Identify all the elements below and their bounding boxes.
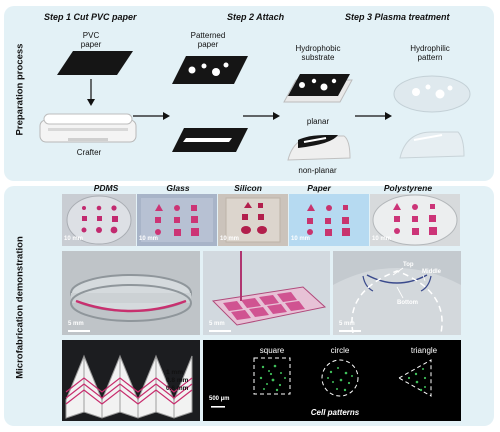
- pdms-photo: [62, 194, 136, 246]
- scale-bar: [68, 330, 90, 332]
- preparation-side-label: Preparation process: [14, 43, 26, 136]
- width-label-1mm: 1 mm: [166, 369, 183, 376]
- polystyrene-photo: [370, 194, 460, 246]
- material-label-pdms: PDMS: [93, 183, 119, 193]
- silicon-photo: [218, 194, 288, 246]
- channel-label-bottom: Bottom: [397, 300, 418, 306]
- cell-patterns-panel: [203, 340, 461, 421]
- patterned-sheet-line: [172, 128, 248, 152]
- hydrophilic-non-planar: [399, 131, 465, 159]
- pvc-sheet: [57, 51, 133, 75]
- scale-label-10mm: 10 mm: [291, 236, 311, 242]
- crafter-label: Crafter: [76, 148, 102, 157]
- scale-label-5mm: 5 mm: [209, 321, 225, 327]
- channel-label-middle: Middle: [422, 269, 441, 275]
- channel-label-top: Top: [403, 262, 414, 268]
- material-label-paper: Paper: [307, 183, 331, 193]
- material-label-glass: Glass: [166, 183, 190, 193]
- non-planar-substrate: [287, 135, 351, 161]
- scale-label-10mm: 10 mm: [372, 236, 392, 242]
- right-arrow-icon: [133, 112, 170, 120]
- step1-title: Step 1 Cut PVC paper: [44, 12, 137, 22]
- planar-substrate: [283, 74, 353, 103]
- right-arrow-icon: [243, 112, 280, 120]
- scale-label-500um: 500 µm: [209, 396, 230, 402]
- width-label-0-6mm: 0.6 mm: [166, 385, 189, 392]
- material-label-silicon: Silicon: [234, 183, 262, 193]
- glass-photo: [137, 194, 217, 246]
- hydrophobic-substrate-label: Hydrophobic substrate: [295, 44, 341, 62]
- hydrophilic-planar: [393, 75, 471, 113]
- scale-bar: [339, 330, 361, 332]
- hydrophilic-pattern-label: Hydrophilic pattern: [410, 44, 450, 62]
- non-planar-label: non-planar: [298, 166, 337, 175]
- scale-bar: [209, 330, 231, 332]
- cell-label-triangle: triangle: [410, 346, 438, 355]
- cell-label-circle: circle: [330, 346, 350, 355]
- step2-title: Step 2 Attach: [227, 12, 285, 22]
- crafter-machine: [39, 113, 137, 143]
- scale-label-5mm: 5 mm: [339, 321, 355, 327]
- pvc-paper-label: PVC paper: [80, 31, 102, 49]
- scale-label-10mm: 10 mm: [220, 236, 240, 242]
- folded-paper-photo: [62, 340, 200, 421]
- demonstration-side-label: Microfabrication demonstration: [14, 236, 26, 379]
- scale-label-5mm: 5 mm: [68, 321, 84, 327]
- paper-photo: [289, 194, 369, 246]
- patterned-sheet-dots: [172, 56, 248, 84]
- cell-label-square: square: [259, 346, 285, 355]
- step3-title: Step 3 Plasma treatment: [345, 12, 450, 22]
- width-label-0-8mm: 0.8 mm: [166, 377, 189, 384]
- scale-label-10mm: 10 mm: [139, 236, 159, 242]
- planar-label: planar: [306, 117, 330, 126]
- multi-well-device-photo: [203, 251, 330, 335]
- down-arrow-icon: [87, 79, 95, 106]
- patterned-paper-label: Patterned paper: [190, 31, 226, 49]
- cell-patterns-caption: Cell patterns: [310, 408, 360, 417]
- curved-channel-photo: [333, 251, 461, 335]
- petri-dish-channel-photo: [62, 251, 200, 335]
- scale-label-10mm: 10 mm: [64, 236, 84, 242]
- material-label-polystyrene: Polystyrene: [383, 183, 433, 193]
- right-arrow-icon: [355, 112, 392, 120]
